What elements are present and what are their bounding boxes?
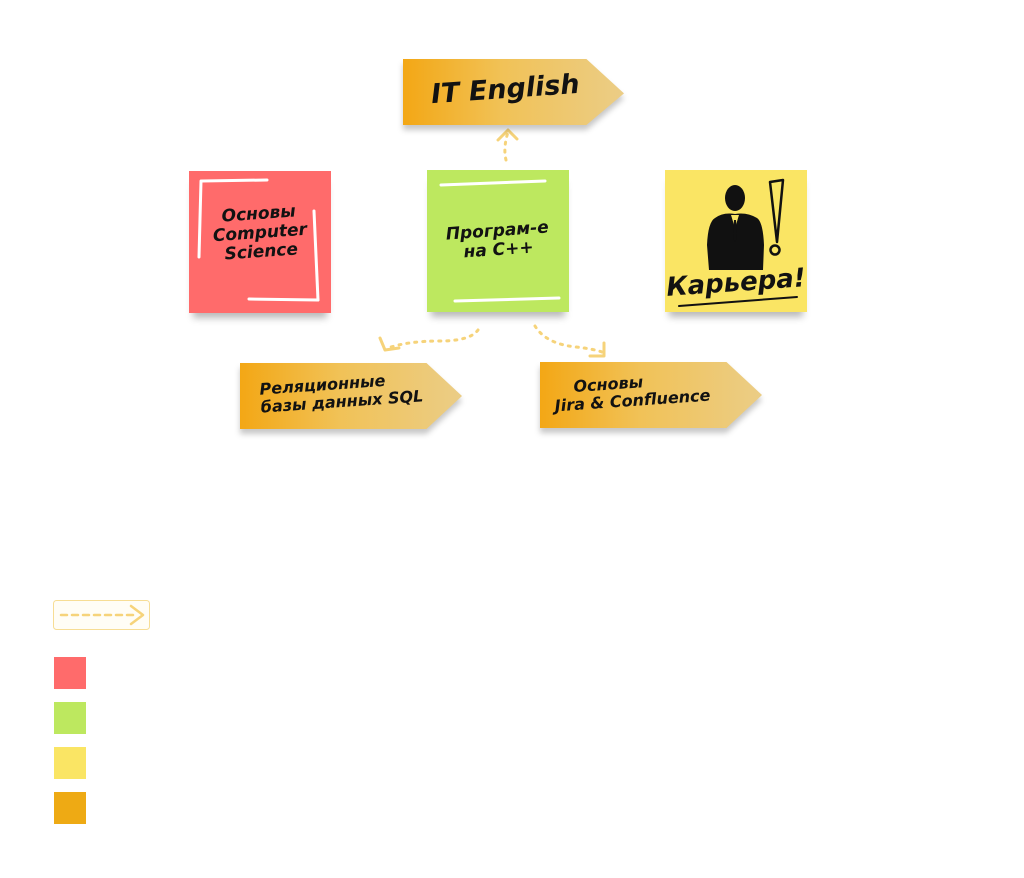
dashed-arrow-icon (53, 600, 150, 630)
note-computer-science-label: Основы Computer Science (187, 200, 333, 267)
note-cpp: Програм-е на С++ (427, 170, 569, 312)
businessman-silhouette-icon (678, 178, 798, 307)
arrow-to-sql (378, 328, 480, 352)
frame-scribble (439, 179, 561, 303)
arrow-to-jira (533, 324, 606, 358)
tag-it-english: IT English (403, 59, 624, 125)
legend-swatch-orange (54, 792, 86, 824)
legend-swatch-green (54, 702, 86, 734)
legend-swatch-yellow (54, 747, 86, 779)
arrow-to-it-english (496, 128, 519, 162)
note-career: Карьера! (665, 170, 807, 312)
tag-jira-confluence: Основы Jira & Confluence (540, 362, 762, 428)
legend-swatch-red (54, 657, 86, 689)
note-computer-science: Основы Computer Science (189, 171, 331, 313)
tag-sql: Реляционные базы данных SQL (240, 363, 462, 429)
frame-scribble (197, 178, 320, 302)
